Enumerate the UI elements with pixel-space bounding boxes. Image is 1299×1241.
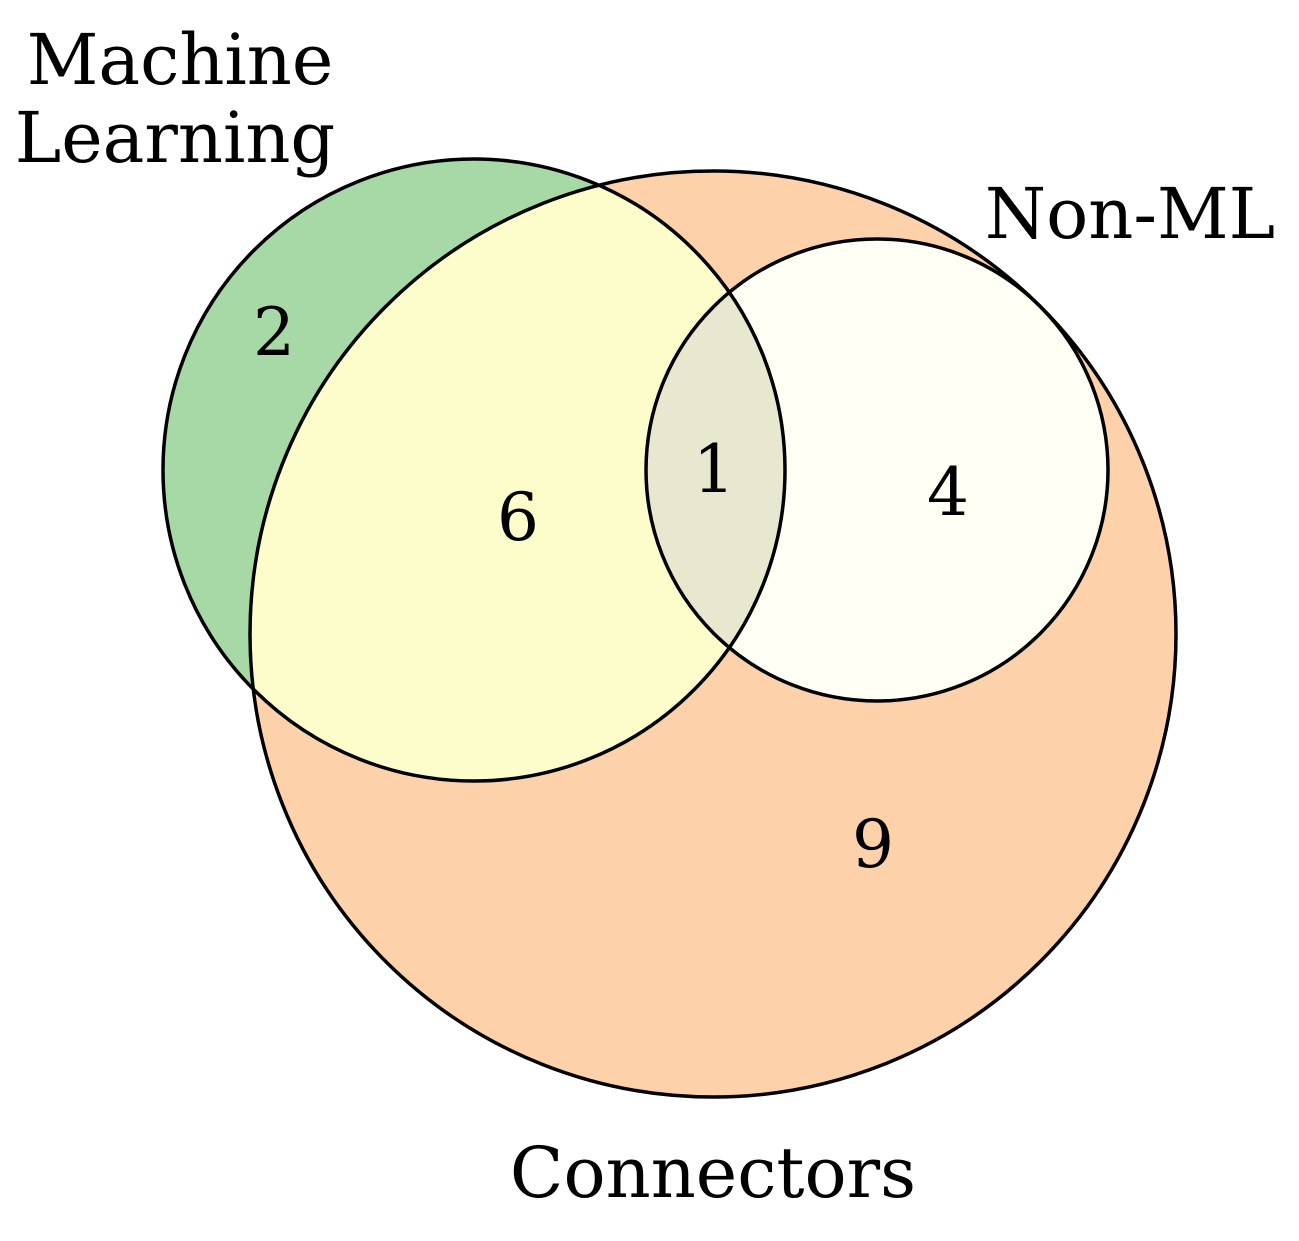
count-connectors-only: 9 bbox=[852, 806, 894, 883]
count-all-three: 1 bbox=[693, 431, 735, 508]
machine-learning-label: Learning bbox=[15, 97, 335, 179]
connectors-outline bbox=[248, 169, 1178, 1099]
count-ml-only: 2 bbox=[253, 294, 295, 371]
count-nonml-and-connectors: 4 bbox=[927, 454, 969, 531]
machine-learning-label: Machine bbox=[27, 19, 334, 101]
non-ml-label: Non-ML bbox=[985, 173, 1275, 255]
count-ml-and-connectors: 6 bbox=[497, 479, 539, 556]
machine-learning-outline bbox=[161, 157, 787, 783]
non-ml-outline bbox=[644, 237, 1110, 703]
connectors-label: Connectors bbox=[510, 1132, 916, 1214]
